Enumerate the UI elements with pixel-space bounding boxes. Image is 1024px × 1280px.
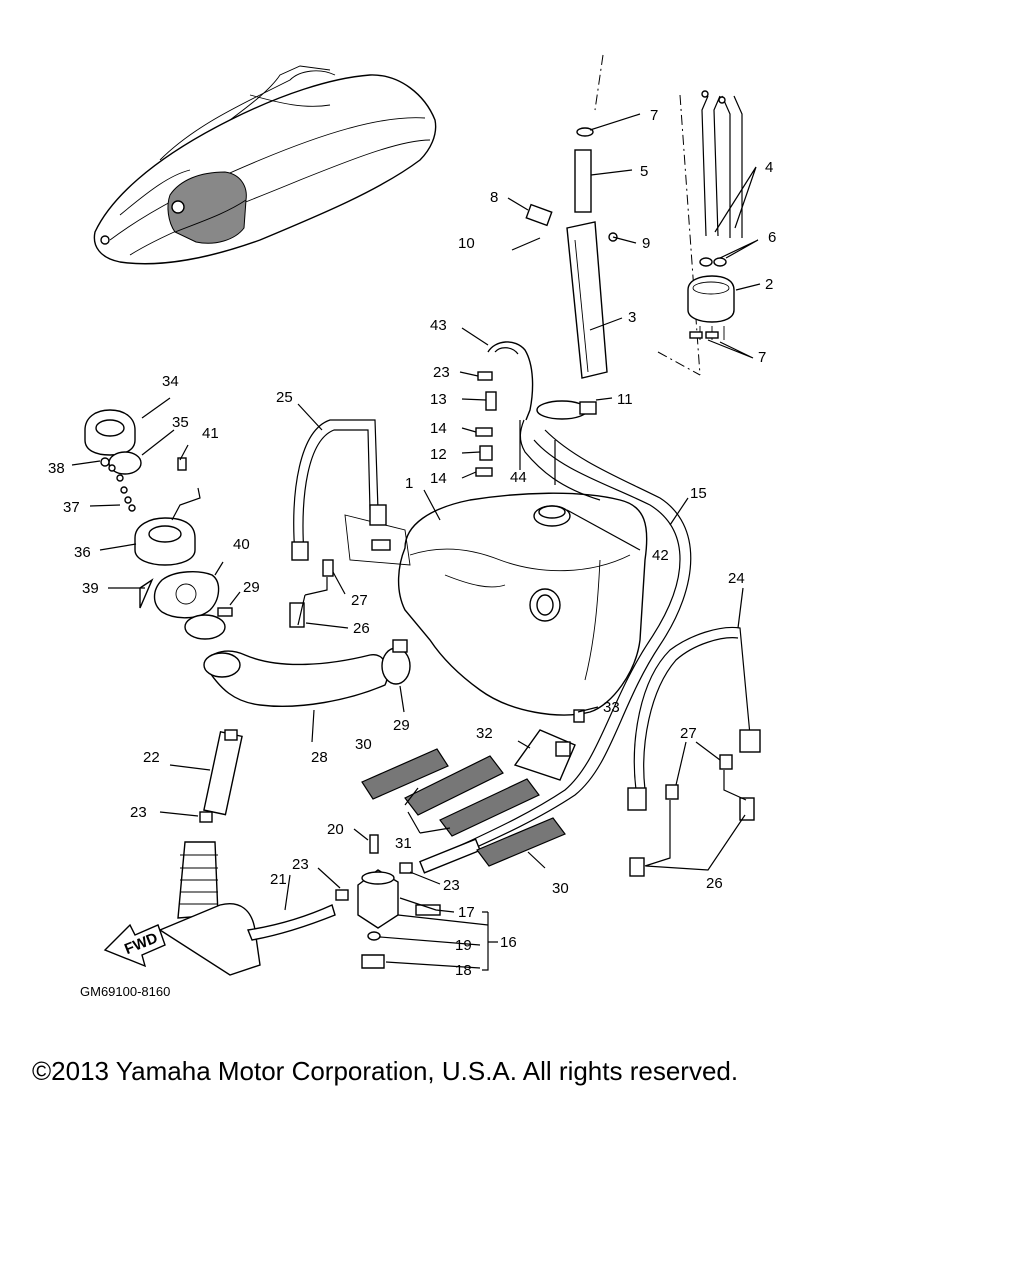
vent-hose	[475, 341, 601, 501]
callout-30b: 30	[552, 880, 569, 897]
callout-13: 13	[430, 391, 447, 408]
callout-28: 28	[311, 749, 328, 766]
callout-22: 22	[143, 749, 160, 766]
callout-14a: 14	[430, 420, 447, 437]
callout-35: 35	[172, 414, 189, 431]
tank-straps	[291, 419, 761, 811]
water-lock	[158, 729, 336, 976]
fuel-tank	[344, 492, 648, 716]
callout-37: 37	[63, 499, 80, 516]
callout-7a: 7	[650, 107, 658, 124]
callout-23c: 23	[292, 856, 309, 873]
callout-27b: 27	[680, 725, 697, 742]
callout-10: 10	[458, 235, 475, 252]
diagram-code: GM69100-8160	[80, 984, 170, 999]
callout-7b: 7	[758, 349, 766, 366]
callout-16: 16	[500, 934, 517, 951]
filler-cap	[84, 409, 220, 619]
filler-hose	[184, 607, 411, 707]
leader-lines	[71, 113, 761, 971]
fuel-filter	[335, 834, 441, 969]
callout-32: 32	[476, 725, 493, 742]
callout-2: 2	[765, 276, 773, 293]
fwd-arrow: FWD	[103, 923, 166, 968]
callout-23d: 23	[443, 877, 460, 894]
copyright-notice: ©2013 Yamaha Motor Corporation, U.S.A. A…	[32, 1056, 739, 1086]
callout-numbers: 1 2 3 4 5 6 7 7 8 9 10 11 12 13 14 14 15…	[48, 107, 776, 979]
callout-11: 11	[617, 391, 633, 408]
callout-23a: 23	[433, 364, 450, 381]
callout-9: 9	[642, 235, 650, 252]
callout-43: 43	[430, 317, 447, 334]
callout-39: 39	[82, 580, 99, 597]
callout-29a: 29	[243, 579, 260, 596]
callout-34: 34	[162, 373, 179, 390]
callout-33: 33	[603, 699, 620, 716]
callout-41: 41	[202, 425, 219, 442]
callout-17: 17	[458, 904, 475, 921]
callout-36: 36	[74, 544, 91, 561]
callout-26b: 26	[706, 875, 723, 892]
callout-31: 31	[395, 835, 412, 852]
callout-26a: 26	[353, 620, 370, 637]
callout-27a: 27	[351, 592, 368, 609]
callout-1: 1	[405, 475, 413, 492]
callout-18: 18	[455, 962, 472, 979]
callout-25: 25	[276, 389, 293, 406]
callout-20: 20	[327, 821, 344, 838]
callout-42: 42	[652, 547, 669, 564]
callout-6: 6	[768, 229, 776, 246]
callout-30a: 30	[355, 736, 372, 753]
callout-3: 3	[628, 309, 636, 326]
fuel-pickup	[687, 90, 743, 340]
callout-12: 12	[430, 446, 447, 463]
pads	[361, 748, 566, 867]
callout-29b: 29	[393, 717, 410, 734]
callout-15: 15	[690, 485, 707, 502]
callout-23b: 23	[130, 804, 147, 821]
callout-4: 4	[765, 159, 773, 176]
callout-21: 21	[270, 871, 287, 888]
callout-14b: 14	[430, 470, 447, 487]
callout-38: 38	[48, 460, 65, 477]
callout-8: 8	[490, 189, 498, 206]
callout-40: 40	[233, 536, 250, 553]
callout-19: 19	[455, 937, 472, 954]
callout-5: 5	[640, 163, 648, 180]
watercraft-overview	[93, 65, 437, 265]
parts-diagram: FWD	[48, 54, 776, 999]
callout-44: 44	[510, 469, 527, 486]
callout-24: 24	[728, 570, 745, 587]
sender-tube	[511, 127, 618, 420]
brackets	[289, 559, 755, 877]
